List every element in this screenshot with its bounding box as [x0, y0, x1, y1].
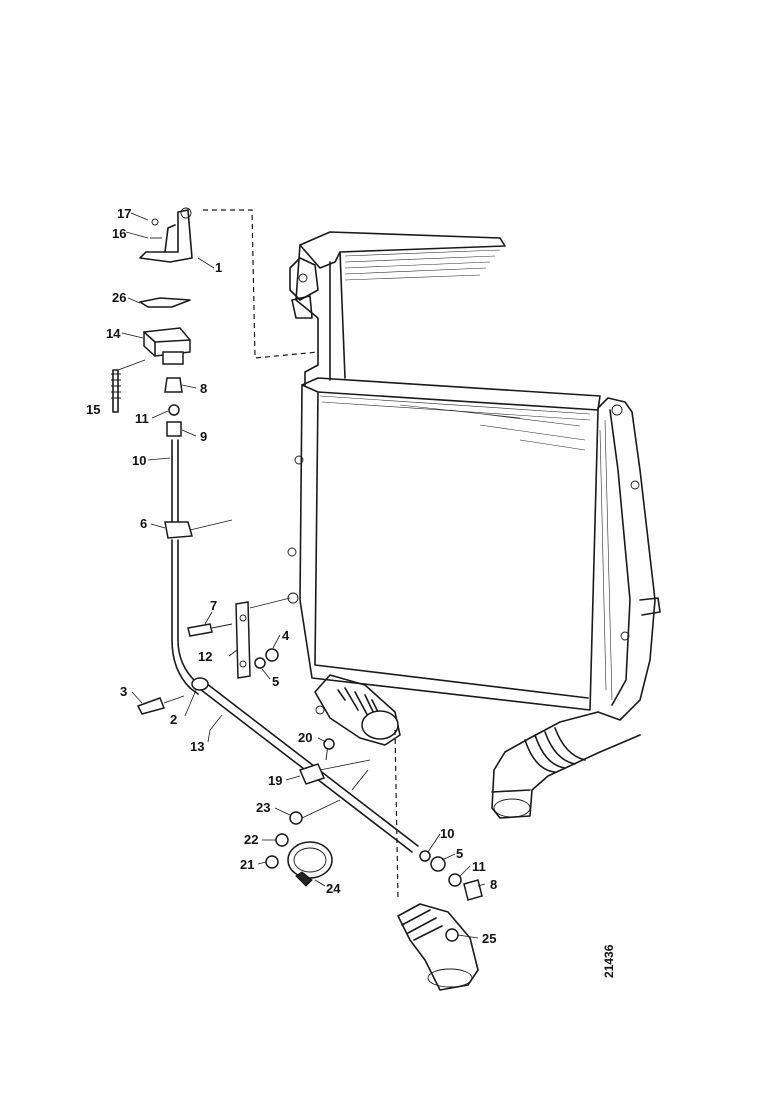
label-1: 1: [215, 260, 222, 275]
label-15: 15: [86, 402, 100, 417]
label-26: 26: [112, 290, 126, 305]
label-14: 14: [106, 326, 121, 341]
label-19: 19: [268, 773, 282, 788]
label-24: 24: [326, 881, 341, 896]
label-12: 12: [198, 649, 212, 664]
label-11-top: 11: [135, 411, 149, 426]
label-10-bottom: 10: [440, 826, 454, 841]
assembly-guide-lines: [203, 209, 399, 901]
label-6: 6: [140, 516, 147, 531]
label-8-bottom: 8: [490, 877, 497, 892]
label-22: 22: [244, 832, 258, 847]
figure-reference-number: 21436: [602, 944, 616, 978]
label-3: 3: [120, 684, 127, 699]
label-11-bottom: 11: [472, 859, 486, 874]
label-10-top: 10: [132, 453, 146, 468]
label-23: 23: [256, 800, 270, 815]
leader-lines: [121, 212, 486, 939]
part-number-labels: 17 16 1 26 14 8 15 11 9 10 6 7 4 12 5 3 …: [86, 206, 497, 946]
label-2: 2: [170, 712, 177, 727]
label-5: 5: [272, 674, 279, 689]
label-13: 13: [190, 739, 204, 754]
label-7: 7: [210, 598, 217, 613]
label-4: 4: [282, 628, 290, 643]
bracket-assembly: [111, 207, 233, 695]
label-9: 9: [200, 429, 207, 444]
label-17: 17: [117, 206, 131, 221]
label-6-bottom: 5: [456, 846, 463, 861]
label-8-top: 8: [200, 381, 207, 396]
pipe-13: [136, 597, 483, 991]
label-25: 25: [482, 931, 496, 946]
intercooler-core: [287, 231, 661, 819]
label-21: 21: [240, 857, 254, 872]
label-16: 16: [112, 226, 126, 241]
label-20: 20: [298, 730, 312, 745]
